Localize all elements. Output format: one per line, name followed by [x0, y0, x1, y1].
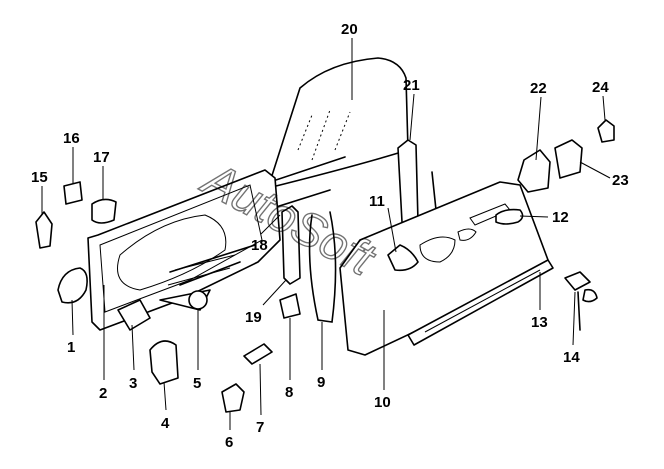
callout-5: 5 [193, 375, 201, 392]
part-check-strap [57, 267, 88, 304]
callout-3: 3 [129, 375, 137, 392]
part-inner-door-panel [87, 169, 281, 331]
callout-4: 4 [161, 415, 170, 432]
callout-1: 1 [67, 339, 75, 356]
callout-11: 11 [369, 193, 385, 210]
part-hinge-bracket [35, 211, 53, 249]
callout-13: 13 [531, 314, 548, 331]
part-door-striker [597, 119, 615, 143]
callout-24: 24 [592, 79, 609, 96]
callout-12: 12 [552, 209, 569, 226]
callout-14: 14 [563, 349, 580, 366]
callout-17: 17 [93, 149, 110, 166]
callout-18: 18 [251, 237, 268, 254]
callout-10: 10 [374, 394, 391, 411]
callout-8: 8 [285, 384, 293, 401]
callout-7: 7 [256, 419, 264, 436]
callout-22: 22 [530, 80, 547, 97]
part-armrest-cup [117, 299, 151, 331]
part-window-regulator [159, 244, 256, 311]
leader-lines [41, 38, 611, 430]
part-actuator [149, 340, 179, 385]
callout-15: 15 [31, 169, 48, 186]
part-bumper [91, 198, 117, 224]
callout-20: 20 [341, 21, 358, 38]
part-guide-rail [407, 259, 554, 346]
part-lower-hinge-plate [221, 383, 245, 413]
part-door-hinge-upper [517, 149, 551, 193]
callout-6: 6 [225, 434, 233, 451]
part-retainer [279, 293, 301, 319]
part-lock-cylinder-key [564, 271, 598, 331]
callout-16: 16 [63, 130, 80, 147]
callout-labels: 1 2 3 4 5 6 7 8 9 10 11 12 13 14 15 16 1… [31, 21, 629, 451]
part-window-glass [267, 57, 409, 189]
callout-21: 21 [403, 77, 420, 94]
part-door-seal [308, 211, 337, 323]
callout-23: 23 [612, 172, 629, 189]
part-handle-bezel [495, 208, 524, 225]
callout-19: 19 [245, 309, 262, 326]
part-clip [63, 181, 83, 205]
callout-2: 2 [99, 385, 107, 402]
callout-9: 9 [317, 374, 325, 391]
part-latch-link [243, 343, 273, 365]
part-door-hinge-lower [554, 139, 583, 179]
part-glass-run-channel [281, 205, 301, 285]
